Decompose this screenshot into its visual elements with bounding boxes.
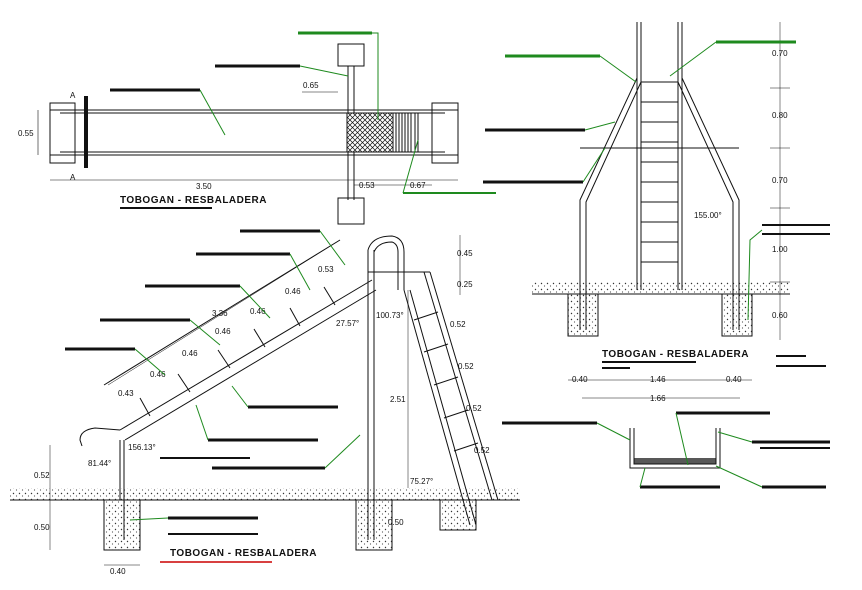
plan-title: TOBOGAN - RESBALADERA [120,195,267,206]
section-detail [629,428,721,469]
dim-side-footing-width: 0.40 [110,567,126,576]
dim-side-rail-mid: 0.25 [457,280,473,289]
plan-steps [395,113,419,152]
dim-side-seg-1: 0.53 [318,265,334,274]
side-view [10,235,520,566]
dim-side-ladder-4: 0.52 [474,446,490,455]
dim-side-rail-top: 0.45 [457,249,473,258]
dim-side-seg-2: 0.46 [285,287,301,296]
dim-plan-width: 0.55 [18,129,34,138]
dim-front-h1: 0.70 [772,49,788,58]
plan-leaders [110,31,496,194]
angle-side-top: 100.73° [376,311,404,320]
angle-side-ladder: 75.27° [410,477,433,486]
angle-side-exit: 81.44° [88,459,111,468]
dim-side-seg-4: 0.46 [215,327,231,336]
dim-side-footing-depth-left: 0.50 [34,523,50,532]
dim-front-overall-width: 1.66 [650,394,666,403]
dim-side-ladder-1: 0.52 [450,320,466,329]
angle-front: 155.00° [694,211,722,220]
section-mark-bottom: A [70,173,76,182]
dim-front-footing-right: 0.40 [726,375,742,384]
front-view [532,22,790,399]
dim-front-h2: 0.80 [772,111,788,120]
dim-side-exit-height: 0.52 [34,471,50,480]
dim-side-ladder-2: 0.52 [458,362,474,371]
dim-side-seg-3: 0.46 [250,307,266,316]
dim-side-slide-length: 3.36 [212,309,228,318]
front-leaders [483,40,830,367]
section-leaders [502,411,830,489]
dim-side-seg-5: 0.46 [182,349,198,358]
dim-plan-post-offset: 0.65 [303,81,319,90]
dim-side-ladder-3: 0.52 [466,404,482,413]
dim-side-seg-5b: 0.46 [150,370,166,379]
dim-side-height: 2.51 [390,395,406,404]
dim-front-h5: 0.60 [772,311,788,320]
dim-side-seg-6: 0.43 [118,389,134,398]
section-mark-top: A [70,91,76,100]
plan-view [37,43,459,225]
dim-front-inner-width: 1.46 [650,375,666,384]
dim-front-h3: 0.70 [772,176,788,185]
dim-side-footing-depth-mid: 0.50 [388,518,404,527]
side-leaders [65,229,361,535]
angle-side-bend: 156.13° [128,443,156,452]
side-title: TOBOGAN - RESBALADERA [170,548,317,559]
dim-front-h4: 1.00 [772,245,788,254]
dim-plan-length: 3.50 [196,182,212,191]
front-title: TOBOGAN - RESBALADERA [602,349,749,360]
angle-side-slide: 27.57° [336,319,359,328]
dim-front-footing-left: 0.40 [572,375,588,384]
dim-plan-segment-a: 0.53 [359,181,375,190]
dim-plan-segment-b: 0.67 [410,181,426,190]
